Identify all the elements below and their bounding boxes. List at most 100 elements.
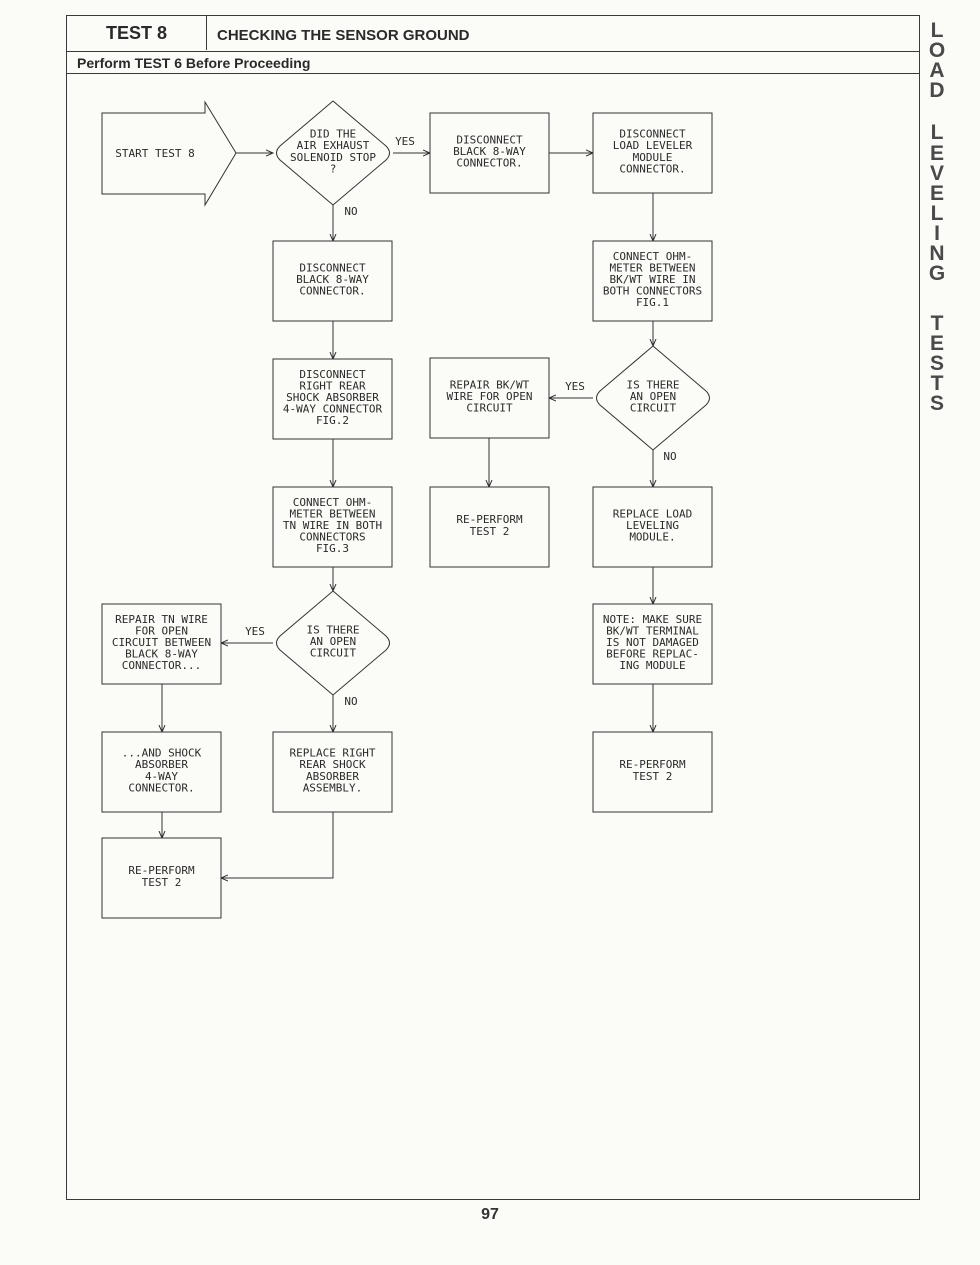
node-text: BLACK 8-WAY [453, 145, 526, 158]
node-text: ASSEMBLY. [303, 781, 363, 794]
node-text: BK/WT TERMINAL [606, 624, 699, 637]
page-frame: TEST 8 CHECKING THE SENSOR GROUND Perfor… [66, 15, 920, 1200]
node-text: FIG.3 [316, 542, 349, 555]
header-row: TEST 8 CHECKING THE SENSOR GROUND [67, 16, 919, 52]
node-text: RE-PERFORM [128, 864, 195, 877]
node-text: REPLACE RIGHT [289, 747, 375, 760]
side-tab-letter: S [929, 352, 944, 375]
node-text: DISCONNECT [456, 133, 523, 146]
side-tab-letter: E [929, 142, 944, 165]
node-text: LOAD LEVELER [613, 139, 693, 152]
side-tab-letter: G [928, 262, 946, 285]
node-text: ABSORBER [135, 758, 188, 771]
node-text: TN WIRE IN BOTH [283, 519, 382, 532]
node-text: CONNECT OHM- [293, 496, 372, 509]
node-text: TEST 2 [633, 770, 673, 783]
node-text: ? [330, 162, 337, 175]
node-text: ABSORBER [306, 770, 359, 783]
node-text: RE-PERFORM [619, 758, 686, 771]
node-text: CONNECT OHM- [613, 250, 692, 263]
node-text: CONNECTORS [299, 531, 365, 544]
node-text: 4-WAY CONNECTOR [283, 403, 383, 416]
node-text: FIG.1 [636, 296, 669, 309]
node-text: DISCONNECT [299, 368, 366, 381]
node-text: REPLACE LOAD [613, 507, 692, 520]
node-text: 4-WAY [145, 770, 178, 783]
node-text: LEVELING [626, 519, 679, 532]
side-tab-letter: L [930, 19, 944, 42]
side-tab-letter: S [929, 392, 944, 415]
node-text: RE-PERFORM [456, 513, 523, 526]
side-tab-letter: T [930, 312, 944, 335]
node-text: DID THE [310, 128, 356, 141]
node-text: WIRE FOR OPEN [446, 390, 532, 403]
node-text: RIGHT REAR [299, 379, 366, 392]
edge-label-yes: YES [565, 380, 585, 393]
node-text: AIR EXHAUST [297, 139, 370, 152]
node-text: AN OPEN [310, 635, 356, 648]
side-tab-letter: A [929, 59, 945, 82]
node-text: CIRCUIT BETWEEN [112, 636, 211, 649]
prerequisite-note: Perform TEST 6 Before Proceeding [77, 55, 311, 71]
flow-connector [221, 812, 334, 878]
edge-label-no: NO [663, 450, 676, 463]
node-text: METER BETWEEN [289, 507, 375, 520]
node-text: NOTE: MAKE SURE [603, 613, 702, 626]
start-start: START TEST 8 [101, 100, 237, 207]
node-text: CIRCUIT [310, 647, 357, 660]
side-tab-letter: E [929, 182, 944, 205]
node-text: BLACK 8-WAY [296, 273, 369, 286]
page-number: 97 [481, 1206, 499, 1223]
node-text: ...AND SHOCK [122, 747, 202, 760]
node-text: BLACK 8-WAY [125, 648, 198, 661]
node-text: CIRCUIT [466, 402, 513, 415]
test-title: CHECKING THE SENSOR GROUND [217, 27, 470, 44]
side-tab-letter: L [930, 202, 944, 225]
side-tab-letter: D [929, 79, 945, 102]
edge-label-no: NO [344, 205, 357, 218]
node-text: MODULE [633, 151, 673, 164]
node-text: AN OPEN [630, 390, 676, 403]
test-number: TEST 8 [67, 16, 207, 50]
node-text: IS NOT DAMAGED [606, 636, 699, 649]
side-tab-letter: L [930, 121, 944, 144]
prerequisite-row: Perform TEST 6 Before Proceeding [67, 52, 919, 74]
edge-label-yes: YES [395, 135, 415, 148]
node-text: CIRCUIT [630, 402, 677, 415]
node-text: CONNECTOR. [619, 162, 685, 175]
node-text: CONNECTOR. [128, 781, 194, 794]
node-text: BEFORE REPLAC- [606, 648, 699, 661]
side-tab-letter: T [930, 372, 944, 395]
node-text: CONNECTOR. [456, 157, 522, 170]
node-text: IS THERE [627, 378, 680, 391]
side-tab-letter: E [929, 332, 944, 355]
edge-label-no: NO [344, 695, 357, 708]
side-tab-letter: V [929, 162, 944, 185]
node-text: ING MODULE [619, 659, 685, 672]
node-text: CONNECTOR. [299, 285, 365, 298]
node-text: DISCONNECT [619, 128, 686, 141]
node-text: TEST 2 [142, 876, 182, 889]
node-text: CONNECTOR... [122, 659, 201, 672]
node-text: START TEST 8 [115, 147, 194, 160]
node-text: FOR OPEN [135, 624, 188, 637]
node-text: IS THERE [307, 623, 360, 636]
node-text: REPAIR BK/WT [450, 378, 530, 391]
node-text: TEST 2 [470, 525, 510, 538]
